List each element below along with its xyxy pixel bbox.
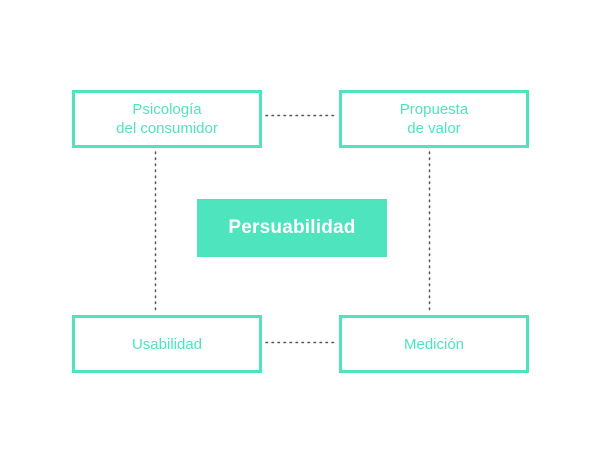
node-psicologia-del-consumidor: Psicología del consumidor [72,90,262,148]
center-node-persuabilidad: Persuabilidad [197,199,387,257]
node-label-line-2: del consumidor [116,120,218,137]
node-label-line-1: Propuesta [399,101,469,118]
node-label: Medición [403,335,465,353]
center-label: Persuabilidad [228,217,356,238]
node-medicion: Medición [339,315,529,373]
node-label-line-2: de valor [407,120,461,137]
node-propuesta-de-valor: Propuesta de valor [339,90,529,148]
node-label: Usabilidad [131,335,203,353]
node-label-line-1: Psicología [132,101,202,118]
node-usabilidad: Usabilidad [72,315,262,373]
